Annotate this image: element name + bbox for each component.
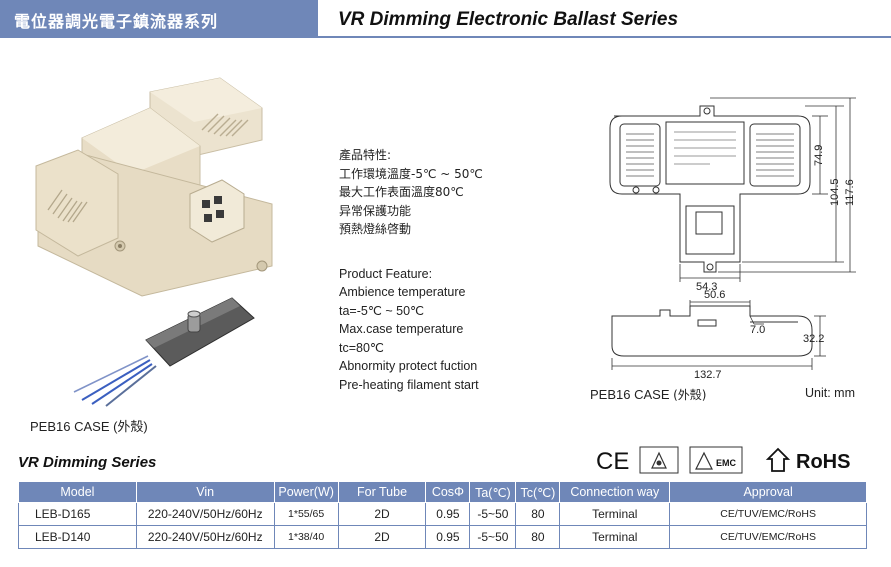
feature-en-1: Ambience temperature xyxy=(339,285,466,299)
feature-cn-4: 預熱燈絲啓動 xyxy=(339,222,412,236)
emc-label: EMC xyxy=(716,458,737,468)
cell-model: LEB-D140 xyxy=(18,525,137,549)
cell-tc: 80 xyxy=(515,525,561,549)
drawing-caption: PEB16 CASE (外殼) xyxy=(590,386,706,403)
rohs-mark: RoHS xyxy=(796,451,850,473)
col-vin: Vin xyxy=(135,481,275,503)
dim-132-7: 132.7 xyxy=(694,369,722,381)
cell-power: 1*38/40 xyxy=(273,525,339,549)
tuv-icon xyxy=(639,446,679,474)
table-header-row: Model Vin Power(W) For Tube CosΦ Ta(℃) T… xyxy=(18,481,867,503)
dim-74-9: 74.9 xyxy=(813,145,825,166)
cell-power: 1*55/65 xyxy=(273,502,339,526)
cell-connection: Terminal xyxy=(559,502,671,526)
technical-drawing: 74.9 104.5 117.6 54.3 50.6 7.0 32.2 132.… xyxy=(609,97,856,381)
cell-vin: 220-240V/50Hz/60Hz xyxy=(135,502,275,526)
feature-en-0: Product Feature: xyxy=(339,266,433,281)
table-row: LEB-D165 220-240V/50Hz/60Hz 1*55/65 2D 0… xyxy=(18,502,867,526)
series-title: VR Dimming Series xyxy=(18,454,157,471)
feature-cn-2: 最大工作表面溫度80℃ xyxy=(339,185,464,199)
feature-en-6: Pre-heating filament start xyxy=(339,377,479,392)
cell-cos: 0.95 xyxy=(425,502,471,526)
cell-ta: -5~50 xyxy=(469,525,517,549)
certification-logos: CE EMC RoHS xyxy=(596,446,850,475)
cell-tube: 2D xyxy=(337,502,427,526)
header-rule xyxy=(318,36,891,38)
feature-en-4: tc=80℃ xyxy=(339,340,384,355)
dim-32-2: 32.2 xyxy=(803,333,824,345)
vde-triangle-icon: EMC xyxy=(689,446,743,474)
dim-54-3: 54.3 xyxy=(696,281,717,293)
drawing-caption-cn: (外殼) xyxy=(673,388,707,402)
feature-en-3: Max.case temperature xyxy=(339,322,464,336)
spec-table: Model Vin Power(W) For Tube CosΦ Ta(℃) T… xyxy=(18,481,867,549)
col-approval: Approval xyxy=(669,481,867,503)
unit-label: Unit: mm xyxy=(805,386,855,400)
cell-cos: 0.95 xyxy=(425,525,471,549)
header-title-en: VR Dimming Electronic Ballast Series xyxy=(338,9,679,30)
col-connection: Connection way xyxy=(559,481,671,503)
dim-104-5: 104.5 xyxy=(829,178,841,206)
col-power: Power(W) xyxy=(273,481,339,503)
product-caption: PEB16 CASE (外殼) xyxy=(30,419,148,434)
cell-tube: 2D xyxy=(337,525,427,549)
col-tube: For Tube xyxy=(337,481,427,503)
drawing-caption-text: PEB16 CASE xyxy=(590,387,674,402)
cell-vin: 220-240V/50Hz/60Hz xyxy=(135,525,275,549)
dim-50-6: 50.6 xyxy=(704,289,725,301)
cell-tc: 80 xyxy=(515,502,561,526)
col-ta: Ta(℃) xyxy=(469,481,517,503)
feature-cn-3: 异常保護功能 xyxy=(339,203,412,218)
cell-ta: -5~50 xyxy=(469,502,517,526)
header-bar: 電位器調光電子鎮流器系列 xyxy=(0,0,318,38)
feature-en-5: Abnormity protect fuction xyxy=(339,359,478,373)
ce-mark: CE xyxy=(596,448,629,475)
dim-117-6: 117.6 xyxy=(844,179,856,206)
feature-en-2: ta=-5℃ ~ 50℃ xyxy=(339,303,425,318)
cell-approval: CE/TUV/EMC/RoHS xyxy=(669,502,867,526)
cell-model: LEB-D165 xyxy=(18,502,137,526)
col-cos: CosΦ xyxy=(425,481,471,503)
feature-cn-0: 產品特性: xyxy=(339,148,392,162)
product-image xyxy=(35,77,273,407)
col-tc: Tc(℃) xyxy=(515,481,561,503)
recycle-house-icon xyxy=(765,447,791,472)
feature-cn-1: 工作環境溫度-5℃ ~ 50℃ xyxy=(339,166,483,181)
header-title-cn: 電位器調光電子鎮流器系列 xyxy=(14,12,219,31)
cell-connection: Terminal xyxy=(559,525,671,549)
cell-approval: CE/TUV/EMC/RoHS xyxy=(669,525,867,549)
table-row: LEB-D140 220-240V/50Hz/60Hz 1*38/40 2D 0… xyxy=(18,525,867,549)
col-model: Model xyxy=(18,481,137,503)
features-block: 產品特性: 工作環境溫度-5℃ ~ 50℃ 最大工作表面溫度80℃ 异常保護功能… xyxy=(339,146,483,394)
dim-7-0: 7.0 xyxy=(750,324,765,336)
